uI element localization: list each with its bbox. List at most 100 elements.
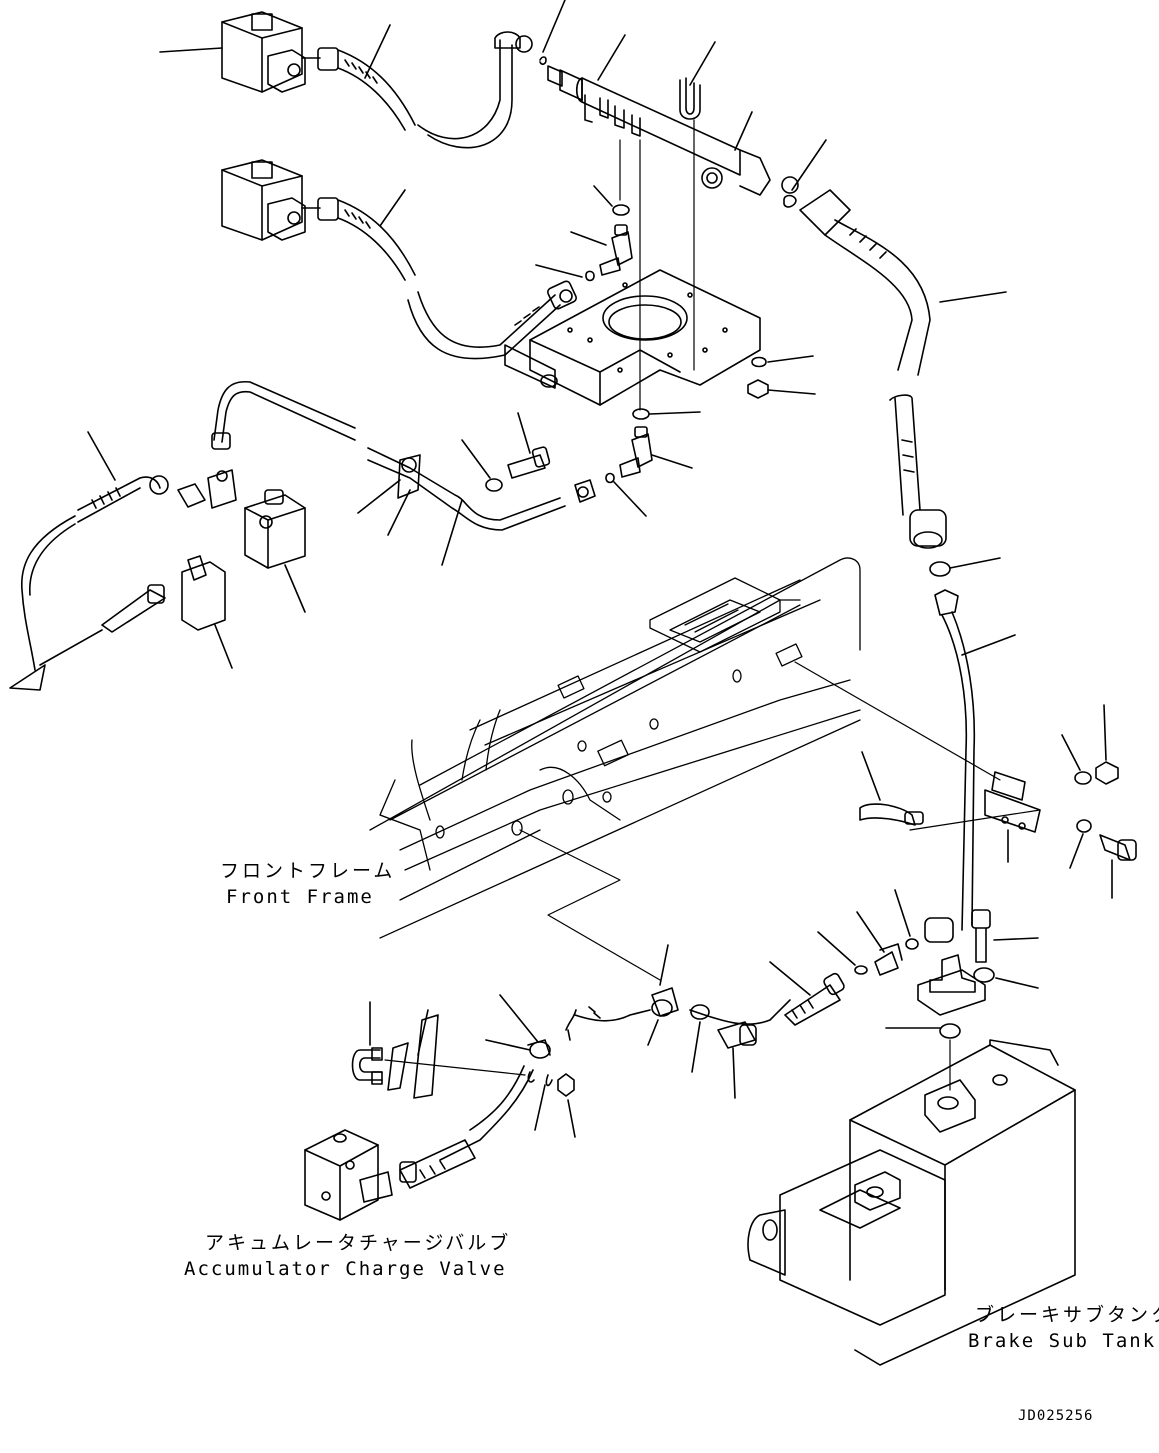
o-ring	[585, 270, 595, 282]
leader-line	[570, 231, 607, 246]
leader-line	[817, 931, 856, 966]
brake-manifold	[547, 65, 799, 196]
sub-tank-label-jp: ブレーキサブタンク	[975, 1304, 1159, 1326]
assembly-line	[384, 1059, 526, 1076]
washer	[1074, 771, 1092, 785]
leader-line	[939, 291, 1007, 303]
washer	[973, 967, 995, 983]
front-frame-label-jp: フロントフレーム	[220, 860, 396, 882]
middle-hose-2	[407, 280, 578, 360]
assembly-line	[619, 119, 695, 411]
nut	[557, 1073, 575, 1097]
leader-line	[861, 751, 881, 801]
spacer-plate	[413, 1014, 439, 1099]
nut	[1095, 761, 1119, 785]
middle-hose-1	[301, 197, 416, 281]
upper-solenoid-valve	[221, 11, 306, 93]
o-ring	[605, 472, 615, 484]
nut	[747, 379, 769, 399]
leader-line	[856, 911, 885, 953]
leader-line	[535, 264, 583, 278]
o-ring	[783, 194, 797, 208]
leader-line	[1061, 704, 1107, 771]
clamp-ring	[527, 1039, 551, 1059]
pin	[527, 1071, 535, 1083]
spacer-block	[387, 1042, 409, 1091]
washer	[751, 356, 767, 368]
leader-line	[649, 411, 701, 415]
o-ring	[612, 204, 630, 216]
leader-line	[689, 41, 716, 86]
leader-line	[357, 479, 463, 566]
leader-line	[417, 1009, 429, 1056]
pin	[545, 1074, 553, 1087]
o-ring	[632, 408, 650, 420]
sub-tank-label: Brake Sub Tank	[968, 1330, 1157, 1352]
leader-line	[534, 1084, 546, 1131]
leader-line	[364, 24, 391, 79]
o-ring	[905, 938, 919, 950]
leader-line	[734, 111, 753, 151]
upper-hose-2	[417, 31, 533, 149]
leader-line	[159, 47, 223, 53]
leader-line	[767, 355, 816, 395]
tank-bolt	[971, 909, 991, 963]
front-frame-label: Front Frame	[226, 886, 374, 908]
o-ring	[939, 1023, 961, 1039]
right-hose	[799, 189, 947, 549]
leader-line	[691, 1021, 736, 1099]
leader-line	[87, 431, 116, 481]
assembly-line	[909, 809, 1041, 831]
upper-hose-1	[301, 47, 416, 131]
brake-tube	[211, 381, 596, 531]
leader-line	[961, 634, 1016, 656]
leader-line	[379, 189, 406, 227]
u-bolt	[679, 77, 701, 120]
side-bolt	[1099, 834, 1137, 861]
tee-fitting	[177, 469, 237, 509]
pipe-clamp	[984, 771, 1041, 833]
lower-bolt	[717, 1021, 757, 1049]
leader-line	[993, 937, 1039, 941]
accumulator-label: Accumulator Charge Valve	[184, 1258, 507, 1280]
leader-line	[597, 34, 626, 81]
leader-line	[995, 977, 1039, 989]
accumulator-label-jp: アキュムレータチャージバルブ	[205, 1232, 512, 1254]
leader-line	[485, 994, 539, 1051]
leader-line	[894, 889, 911, 937]
leader-line	[461, 439, 491, 479]
leader-line	[517, 412, 531, 454]
leader-line	[769, 961, 811, 996]
small-valve	[39, 555, 226, 666]
leader-line	[1069, 833, 1113, 899]
leader-line	[791, 139, 827, 191]
washer	[485, 478, 503, 492]
relay-valve	[244, 489, 306, 569]
leader-line	[593, 185, 613, 207]
leader-line	[613, 481, 647, 517]
leader-line	[651, 454, 693, 469]
leader-line	[949, 557, 1001, 569]
left-hose	[9, 475, 169, 691]
o-ring	[854, 965, 868, 975]
lower-hose	[574, 999, 791, 1025]
lower-hose-end	[784, 972, 845, 1026]
tube-clamp	[397, 454, 421, 499]
elbow-fitting-lower	[619, 426, 653, 478]
accumulator-hose	[399, 1009, 577, 1189]
front-frame	[369, 557, 1001, 981]
middle-solenoid-valve	[221, 159, 306, 241]
leader-line	[567, 1099, 576, 1138]
leader-line	[214, 624, 233, 669]
o-ring	[539, 56, 547, 65]
brake-sub-tank	[747, 1039, 1076, 1366]
steel-pipe	[917, 589, 986, 1016]
washer	[690, 1004, 710, 1020]
leader-line	[647, 944, 669, 1046]
washer	[1076, 819, 1092, 833]
leader-line	[542, 0, 566, 53]
u-clamp-lower	[351, 1047, 383, 1085]
document-id: JD025256	[1018, 1408, 1094, 1424]
